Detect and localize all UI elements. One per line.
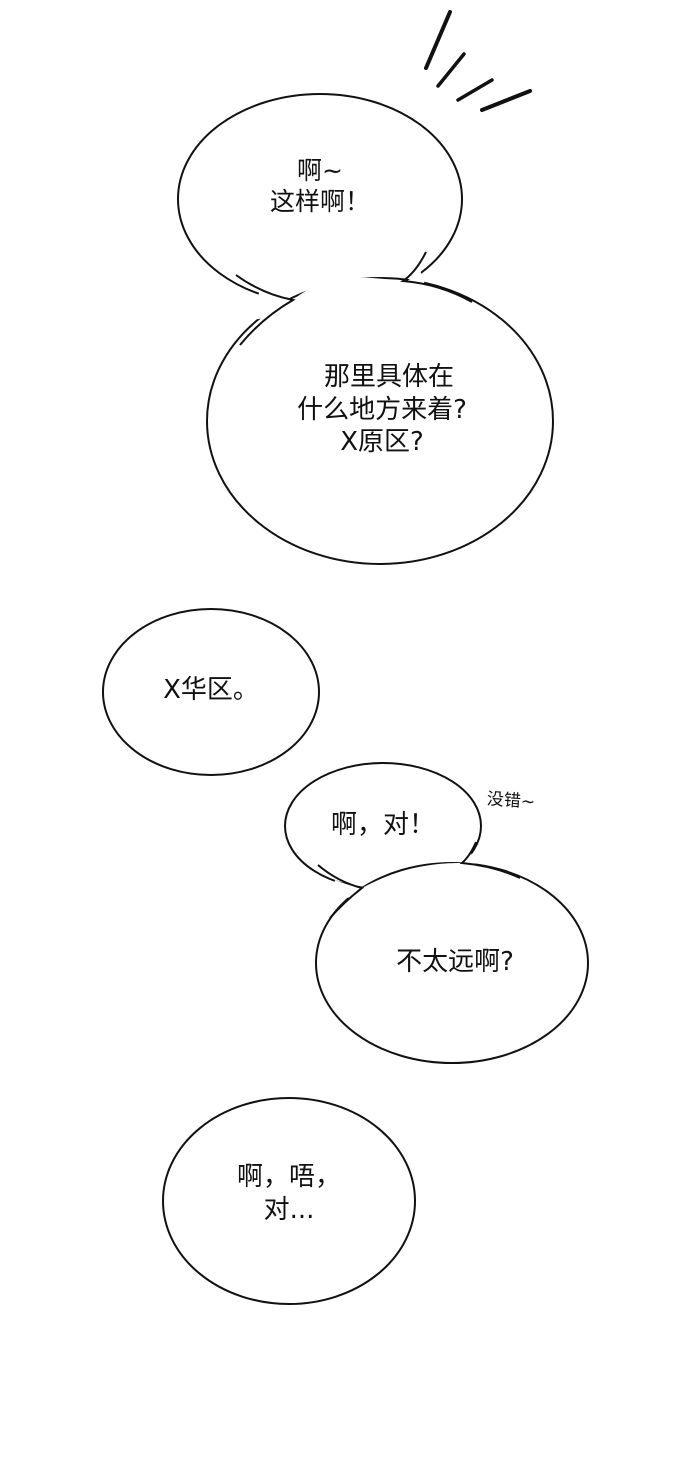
bubble-2-line-2: 什么地方来着? <box>297 394 467 425</box>
bubble-2-line-1: 那里具体在 <box>323 362 454 392</box>
bubble-pair-2-outline <box>284 762 589 1064</box>
bubble-6-outline <box>162 1097 416 1305</box>
speech-bubble-6: 啊，唔， 对... <box>219 1161 359 1226</box>
speech-bubble-3: X华区。 <box>141 674 281 707</box>
bubble-2-line-3: X原区? <box>340 427 424 457</box>
bubble-3-outline <box>102 608 320 776</box>
bubble-5-line-1: 不太远啊? <box>396 947 514 977</box>
bubble-4-line-1: 啊，对！ <box>330 810 435 840</box>
bubble-1-line-1: 啊~ <box>297 156 343 185</box>
speech-bubble-2: 那里具体在 什么地方来着? X原区? <box>262 361 502 459</box>
speech-bubble-5: 不太远啊? <box>370 946 540 979</box>
bubble-1-line-2: 这样啊！ <box>269 187 370 217</box>
speech-bubble-4: 啊，对！ <box>313 809 453 842</box>
sfx-text: 没错~ <box>486 789 536 813</box>
bubble-6-line-2: 对... <box>263 1194 315 1225</box>
emphasis-lines-icon <box>424 10 532 112</box>
speech-bubble-1: 啊~ 这样啊！ <box>250 155 390 218</box>
bubble-6-line-1: 啊，唔， <box>236 1162 341 1192</box>
bubble-3-line-1: X华区。 <box>163 675 259 705</box>
bubble-pair-1-outline <box>177 93 554 565</box>
